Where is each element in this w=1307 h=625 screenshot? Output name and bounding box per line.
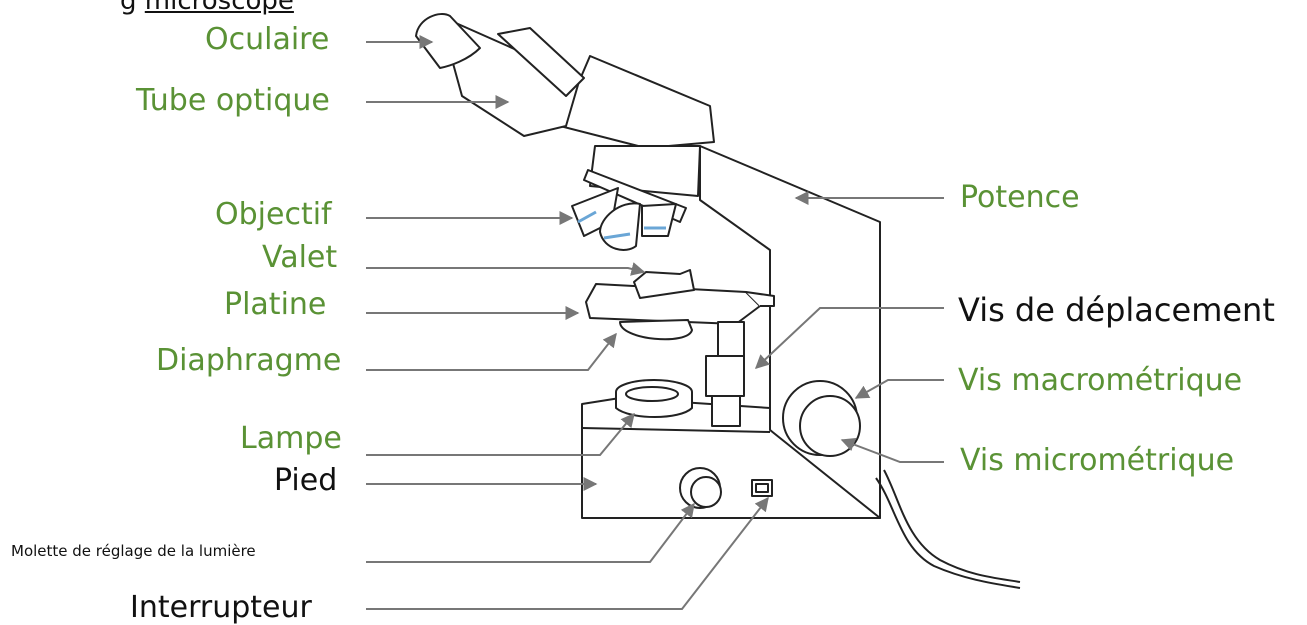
label-vis-macrometrique: Vis macrométrique [958, 363, 1243, 398]
label-vis-deplacement: Vis de déplacement [958, 291, 1275, 329]
label-molette: Molette de réglage de la lumière [11, 542, 256, 560]
column [705, 355, 745, 397]
header-prefix: g [120, 0, 137, 16]
knob-micro [799, 395, 861, 457]
valet [633, 269, 695, 299]
label-diaphragme: Diaphragme [156, 343, 342, 378]
label-valet: Valet [262, 240, 338, 275]
label-vis-micrometrique: Vis micrométrique [960, 443, 1235, 478]
label-tube-optique: Tube optique [136, 83, 330, 118]
label-pied: Pied [274, 463, 338, 498]
head [559, 55, 715, 149]
eyepiece [415, 13, 481, 69]
header-fragment: g microscope [120, 0, 294, 16]
label-potence: Potence [960, 180, 1080, 215]
label-lampe: Lampe [240, 421, 342, 456]
objective-3 [641, 203, 677, 237]
label-platine: Platine [224, 287, 327, 322]
label-oculaire: Oculaire [205, 22, 330, 57]
diaphragm [619, 319, 693, 341]
header-underlined-word: microscope [144, 0, 294, 16]
base-pied [581, 397, 881, 519]
label-objectif: Objectif [215, 197, 332, 232]
label-interrupteur: Interrupteur [130, 590, 312, 625]
